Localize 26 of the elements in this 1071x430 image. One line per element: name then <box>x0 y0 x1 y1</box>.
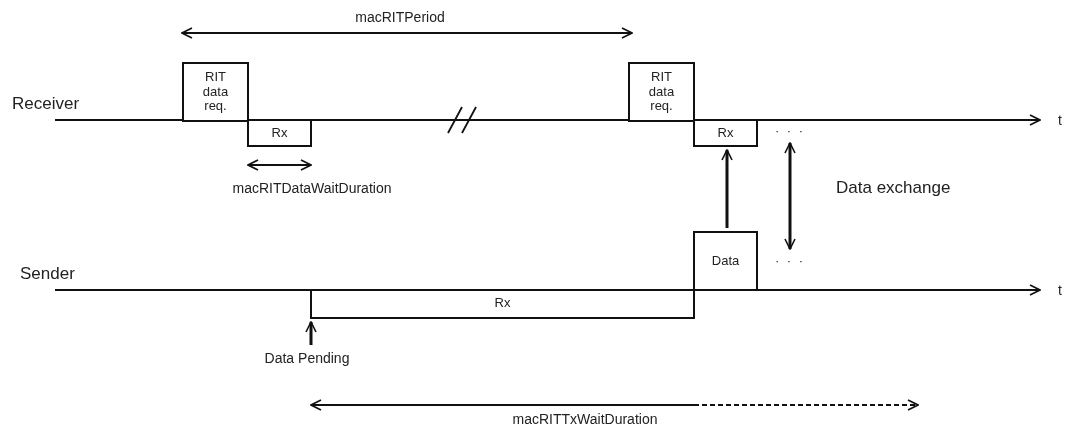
ellipsis: · · · <box>774 252 806 270</box>
ellipsis: · · · <box>774 122 806 140</box>
frame-box <box>182 62 249 122</box>
box-label: Rx <box>271 124 288 142</box>
frame-box <box>693 231 758 291</box>
axis-label: t <box>1058 282 1062 298</box>
arrow <box>721 149 733 228</box>
annotation-text: Data exchange <box>836 178 951 198</box>
frame-box <box>628 62 695 122</box>
lane-label: Sender <box>20 264 75 284</box>
double-arrow <box>784 142 796 250</box>
dimension-label: macRITPeriod <box>355 9 445 25</box>
receive-window-box <box>247 119 312 147</box>
receive-window-box <box>310 289 695 319</box>
dimension-label: macRITDataWaitDuration <box>232 180 392 196</box>
dimension-label: macRITTxWaitDuration <box>512 411 658 427</box>
axis-label: t <box>1058 112 1062 128</box>
box-label: Rx <box>717 124 734 142</box>
receive-window-box <box>693 119 758 147</box>
lane-label: Receiver <box>12 94 80 114</box>
box-label: RIT data req. <box>647 69 676 115</box>
box-label: RIT data req. <box>201 69 230 115</box>
box-label: Rx <box>494 294 511 312</box>
event-label: Data Pending <box>264 348 350 368</box>
arrow <box>305 321 317 345</box>
box-label: Data <box>711 252 740 270</box>
